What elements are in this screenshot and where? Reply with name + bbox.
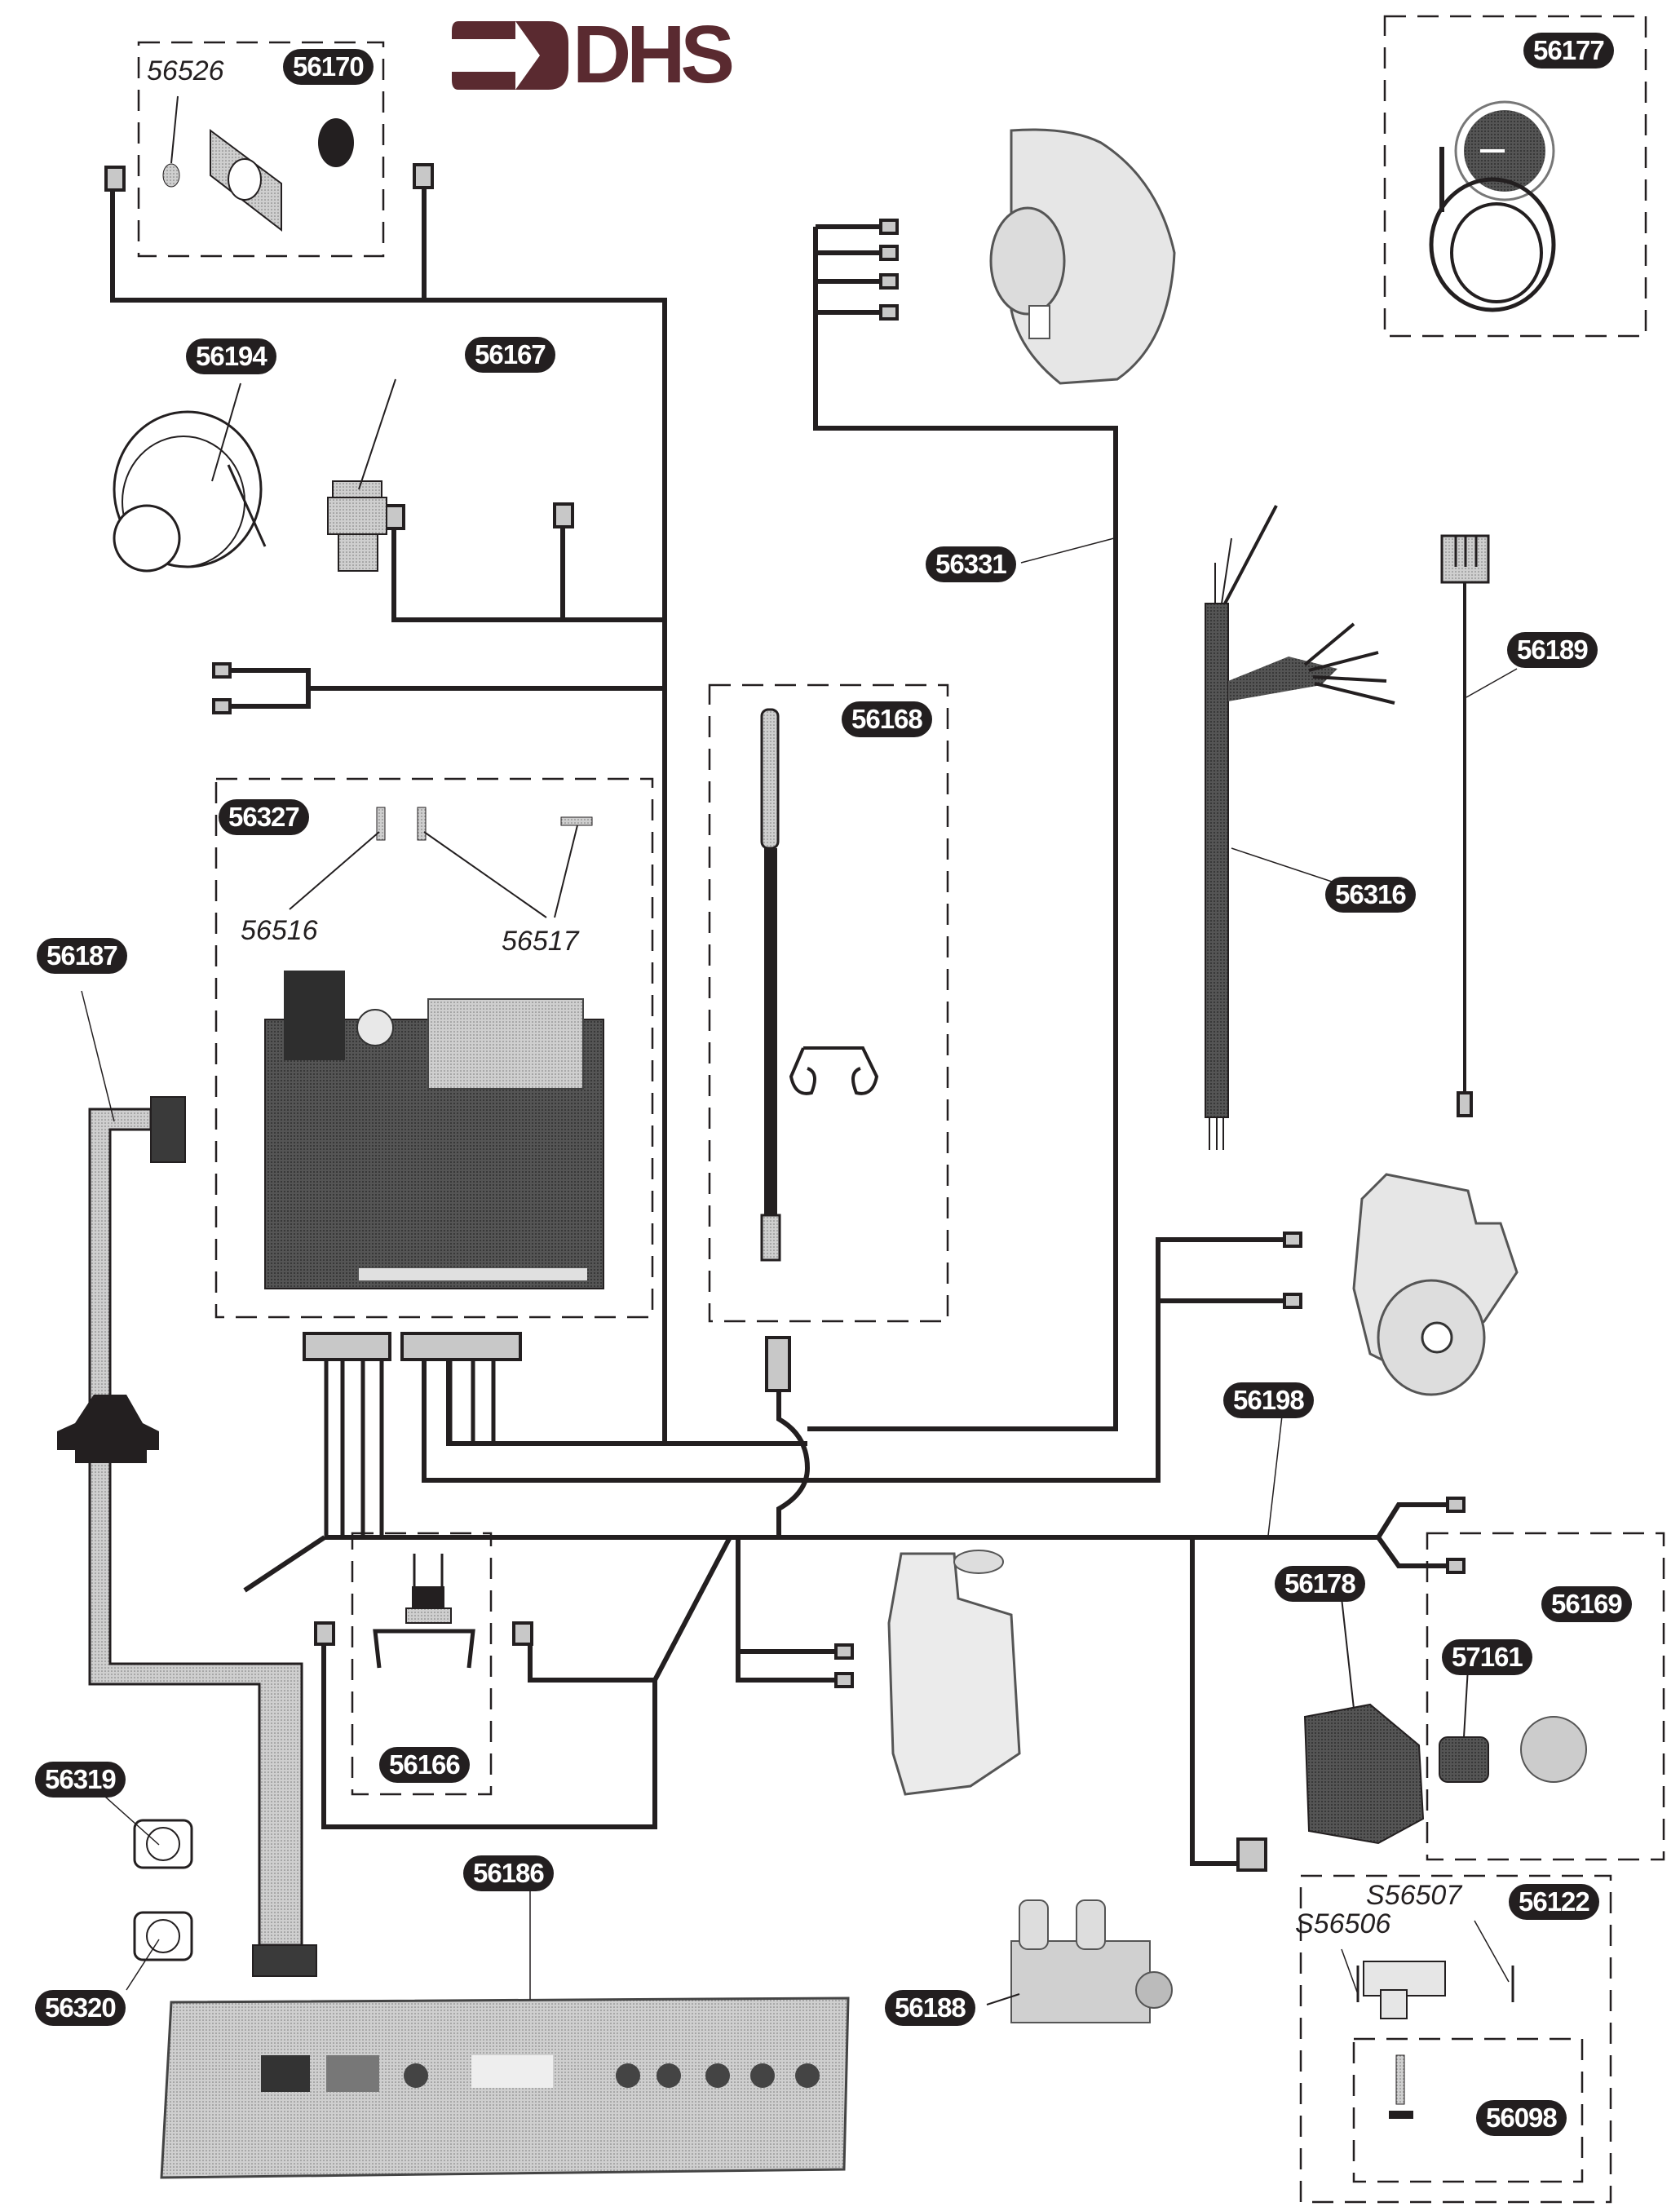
wire-56331: [807, 227, 1118, 1431]
air-pressure-switch-56194[interactable]: [113, 383, 267, 573]
knob-56319[interactable]: [97, 1789, 193, 1869]
connector-pump-1[interactable]: [1283, 1232, 1302, 1248]
wire-pcb-ribbon-main: [446, 1360, 807, 1446]
connector-fan-2[interactable]: [879, 245, 899, 261]
callout-56167[interactable]: 56167: [465, 337, 555, 373]
sublabel-56516: 56516: [241, 915, 318, 946]
callout-56177[interactable]: 56177: [1523, 33, 1614, 69]
connector-pair-1[interactable]: [212, 662, 232, 679]
callout-56188[interactable]: 56188: [885, 1990, 975, 2026]
knob-56320[interactable]: [126, 1911, 193, 1991]
callout-56189[interactable]: 56189: [1507, 632, 1598, 668]
ribbon-cable-56187[interactable]: [57, 1096, 317, 1977]
wire-56166-right: [528, 1536, 732, 1683]
callout-56320[interactable]: 56320: [35, 1990, 126, 2026]
leader-56189: [1466, 668, 1518, 698]
dashed-box-56166: [351, 1532, 493, 1796]
manifold-56188[interactable]: [986, 1899, 1173, 2023]
connector-fan-1[interactable]: [879, 219, 899, 235]
connector-56170-right[interactable]: [413, 163, 434, 189]
overheat-thermostat-56170[interactable]: [162, 95, 354, 232]
connector-56189-bottom[interactable]: [1457, 1091, 1473, 1117]
sensor-lead-56189[interactable]: [1440, 534, 1490, 1093]
harness-56316[interactable]: [1205, 505, 1395, 1150]
ntc-clip-56166[interactable]: [373, 1554, 475, 1669]
gauge-56177[interactable]: [1429, 100, 1556, 312]
connector-56166-left[interactable]: [314, 1621, 335, 1646]
connector-56166-right[interactable]: [512, 1621, 533, 1646]
arrow-right-bracket-icon: [452, 21, 568, 90]
callout-57161[interactable]: 57161: [1442, 1639, 1532, 1675]
sublabel-56526: 56526: [147, 55, 224, 86]
connector-gasvalve-1[interactable]: [834, 1643, 854, 1660]
callout-56169[interactable]: 56169: [1541, 1586, 1632, 1622]
callout-56198[interactable]: 56198: [1223, 1382, 1314, 1418]
dashed-box-56169: [1426, 1532, 1665, 1861]
wire-to-56178: [1190, 1537, 1244, 1866]
wire-pair-split: [227, 668, 311, 709]
connector-fork-2[interactable]: [1446, 1558, 1466, 1574]
dashed-box-56122: [1299, 1874, 1612, 2204]
dashed-box-56177: [1383, 15, 1647, 338]
connector-gasvalve-2[interactable]: [834, 1672, 854, 1688]
connector-pump-2[interactable]: [1283, 1293, 1302, 1309]
connector-56170-left[interactable]: [104, 166, 126, 192]
control-panel-56186[interactable]: [160, 1880, 850, 2179]
logo-text: DHS: [573, 9, 735, 100]
connector-56167-right[interactable]: [553, 502, 574, 528]
flow-switch-56167[interactable]: [327, 378, 396, 572]
dashed-box-56168: [708, 683, 949, 1323]
electrode-56168[interactable]: [760, 708, 879, 1262]
wire-56170-left: [110, 188, 667, 1444]
connector-56167-left[interactable]: [384, 504, 405, 530]
callout-56327[interactable]: 56327: [219, 799, 309, 835]
wire-fork-bottom: [1376, 1536, 1452, 1568]
callout-56098[interactable]: 56098: [1476, 2100, 1567, 2136]
wire-gasvalve: [736, 1537, 840, 1683]
leader-56331: [1020, 537, 1115, 564]
dashed-box-56098: [1352, 2037, 1584, 2183]
leader-56187: [81, 990, 115, 1122]
callout-56122[interactable]: 56122: [1509, 1884, 1599, 1920]
dhs-logo: DHS: [450, 10, 752, 99]
callout-56170[interactable]: 56170: [283, 49, 374, 85]
pcb-plug-right[interactable]: [400, 1332, 522, 1361]
diverter-kit-57161[interactable]: [1439, 1667, 1587, 1783]
wire-electrode: [776, 1391, 811, 1537]
callout-56168[interactable]: 56168: [842, 701, 932, 737]
sublabel-s56506: S56506: [1295, 1908, 1391, 1939]
electrode-plug[interactable]: [765, 1336, 791, 1392]
callout-56187[interactable]: 56187: [37, 938, 127, 974]
wire-56166-left: [321, 1639, 657, 1829]
tee-fitting-56122[interactable]: [1341, 1920, 1514, 2119]
wire-diag-connector: [243, 1535, 326, 1593]
connector-fork-1[interactable]: [1446, 1497, 1466, 1513]
connector-fan-4[interactable]: [879, 304, 899, 321]
dashed-box-56327: [214, 777, 654, 1319]
callout-56316[interactable]: 56316: [1325, 877, 1416, 913]
sublabel-56517: 56517: [502, 926, 579, 957]
connector-fan-3[interactable]: [879, 273, 899, 290]
callout-56319[interactable]: 56319: [35, 1762, 126, 1798]
callout-56166[interactable]: 56166: [379, 1747, 470, 1783]
pump[interactable]: [1352, 1173, 1519, 1396]
wire-pcb-ribbon-2: [422, 1237, 1289, 1483]
fan-assembly[interactable]: [989, 128, 1176, 385]
wire-56167: [391, 526, 665, 622]
connector-pair-2[interactable]: [212, 698, 232, 714]
pcb-56327[interactable]: [264, 807, 604, 1289]
sublabel-s56507: S56507: [1366, 1880, 1462, 1911]
diverter-actuator-56178[interactable]: [1303, 1590, 1425, 1845]
gas-valve[interactable]: [887, 1550, 1021, 1796]
callout-56331[interactable]: 56331: [926, 546, 1016, 582]
wire-fork-top: [1376, 1502, 1452, 1539]
connector-56178[interactable]: [1236, 1837, 1267, 1872]
callout-56186[interactable]: 56186: [463, 1855, 554, 1891]
pcb-plug-left[interactable]: [303, 1332, 391, 1361]
callout-56178[interactable]: 56178: [1275, 1566, 1365, 1602]
callout-56194[interactable]: 56194: [186, 338, 276, 374]
